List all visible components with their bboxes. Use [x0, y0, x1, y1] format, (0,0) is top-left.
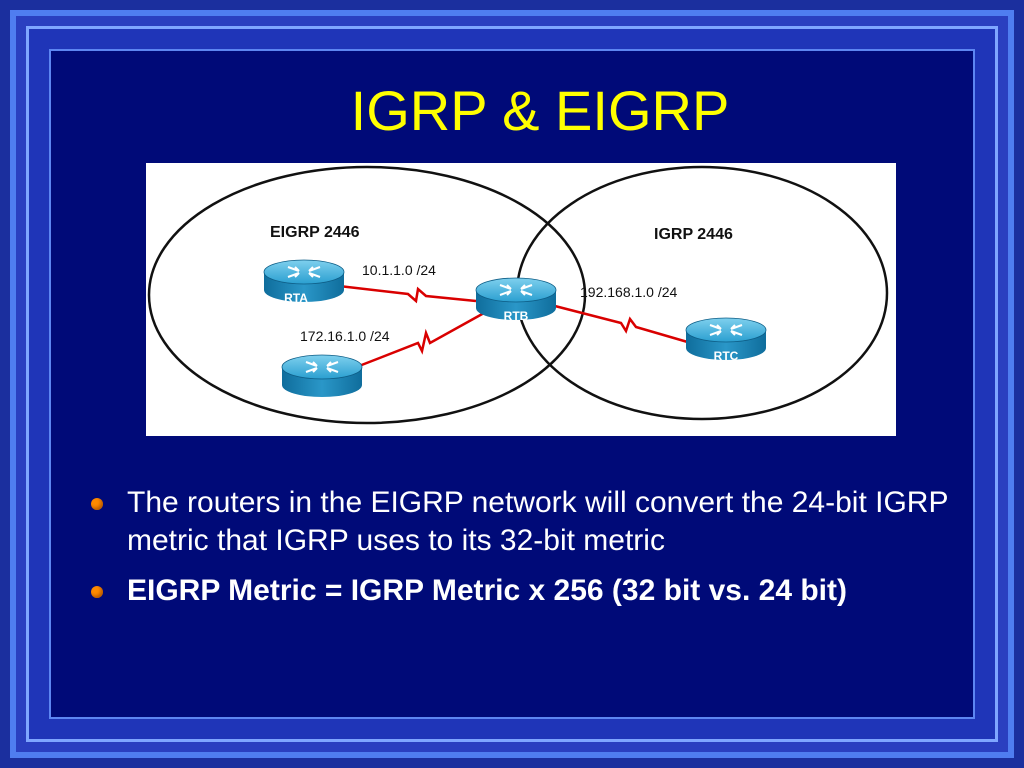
- bullet-dot-icon: [91, 498, 103, 510]
- link-rtb-rtc: [550, 303, 692, 345]
- slide-title: IGRP & EIGRP: [350, 79, 730, 142]
- igrp-domain-ellipse: [515, 165, 889, 421]
- router-rta-icon: [263, 259, 345, 302]
- link-label-rta-rtb: 10.1.1.0 /24: [362, 262, 436, 278]
- router-label-rtc: RTC: [714, 349, 739, 363]
- bullet-dot-icon: [91, 586, 103, 598]
- bullet-item: EIGRP Metric = IGRP Metric x 256 (32 bit…: [86, 572, 966, 610]
- router-label-rtb: RTB: [504, 309, 529, 323]
- domain-label-eigrp: EIGRP 2446: [270, 224, 360, 241]
- router-label-rta: RTA: [284, 291, 308, 305]
- network-diagram-svg: EIGRP 2446 IGRP 2446 10.1.1.0 /24 172.16…: [147, 165, 889, 425]
- bullet-item: The routers in the EIGRP network will co…: [86, 484, 966, 560]
- domain-label-igrp: IGRP 2446: [654, 226, 733, 243]
- eigrp-domain-ellipse: [147, 165, 587, 425]
- bullet-list: The routers in the EIGRP network will co…: [86, 484, 966, 622]
- bullet-text: The routers in the EIGRP network will co…: [127, 486, 948, 557]
- router-unlabeled-icon: [281, 354, 363, 397]
- network-diagram: EIGRP 2446 IGRP 2446 10.1.1.0 /24 172.16…: [146, 163, 896, 436]
- link-r4-rtb: [358, 311, 485, 368]
- bullet-text: EIGRP Metric = IGRP Metric x 256 (32 bit…: [127, 574, 847, 607]
- link-label-rtb-rtc: 192.168.1.0 /24: [580, 284, 678, 300]
- router-rtb-icon: [475, 277, 557, 320]
- router-rtc-icon: [685, 317, 767, 360]
- link-label-r4-rtb: 172.16.1.0 /24: [300, 328, 390, 344]
- link-rta-rtb: [338, 284, 477, 304]
